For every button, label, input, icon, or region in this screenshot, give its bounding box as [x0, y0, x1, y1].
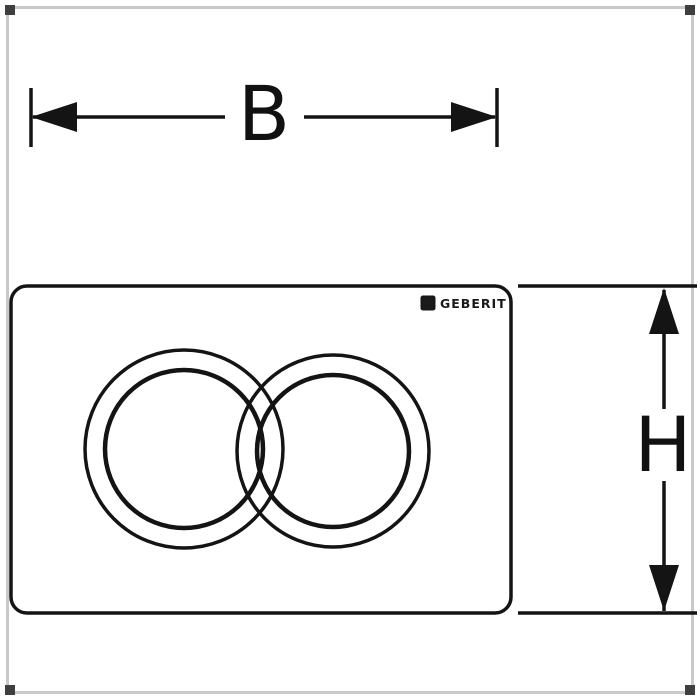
h-arrow-up-icon [649, 288, 679, 334]
right-button-inner-ring [254, 372, 412, 530]
b-arrow-left-icon [31, 102, 77, 132]
right-button-outer-ring [235, 353, 431, 549]
h-arrow-down-icon [649, 565, 679, 611]
dimension-height: H [518, 284, 697, 615]
left-flush-button [83, 348, 285, 550]
geberit-logo-mark-icon [420, 295, 436, 311]
corner-mark-top-left [5, 5, 15, 15]
corner-mark-top-right [685, 5, 695, 15]
left-button-outer-ring [83, 348, 285, 550]
flush-plate: GEBERIT [9, 284, 513, 615]
b-arrow-right-icon [451, 102, 497, 132]
corner-mark-bottom-left [5, 685, 15, 695]
dimension-width-label: B [238, 69, 290, 158]
dimension-height-label: H [634, 400, 691, 489]
corner-mark-bottom-right [685, 685, 695, 695]
left-button-inner-ring [102, 367, 266, 531]
geberit-logo: GEBERIT [420, 295, 507, 311]
right-flush-button [235, 353, 431, 549]
geberit-logo-text: GEBERIT [440, 296, 507, 311]
dimension-width: B [29, 69, 499, 158]
